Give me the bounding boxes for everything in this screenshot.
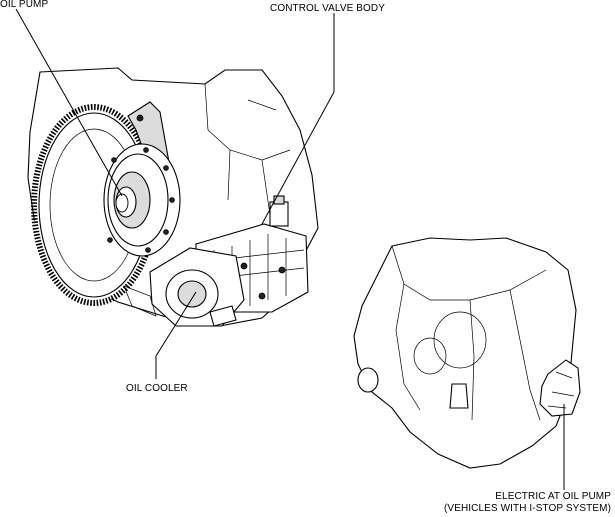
oil-cooler-leader-line xyxy=(155,291,197,357)
oil-pump-label: OIL PUMP xyxy=(0,0,49,10)
second-case-boss xyxy=(433,311,487,369)
second-case-boss xyxy=(413,337,447,375)
main-transaxle-drawing xyxy=(27,67,319,327)
bolt xyxy=(136,114,144,122)
second-case-boss xyxy=(357,367,379,393)
oil-pump-part xyxy=(103,143,181,257)
electric-oil-pump-label-line2: (VEHICLES WITH I-STOP SYSTEM) xyxy=(444,503,611,514)
oil-pump-leader-line xyxy=(15,8,123,197)
control-valve-body-leader-line xyxy=(261,91,335,225)
oil-cooler-part xyxy=(123,247,245,327)
electric-oil-pump-detail xyxy=(547,371,575,409)
electric-oil-pump-label-line1: ELECTRIC AT OIL PUMP xyxy=(495,491,611,502)
oil-cooler-label: OIL COOLER xyxy=(126,383,188,394)
control-valve-body-label: CONTROL VALVE BODY xyxy=(270,3,385,14)
case-rib xyxy=(204,83,291,216)
breather xyxy=(449,383,469,409)
electric-oil-pump-part xyxy=(539,359,581,417)
second-case xyxy=(353,237,577,469)
second-case-rib xyxy=(391,245,547,421)
second-transaxle-drawing xyxy=(353,237,581,469)
